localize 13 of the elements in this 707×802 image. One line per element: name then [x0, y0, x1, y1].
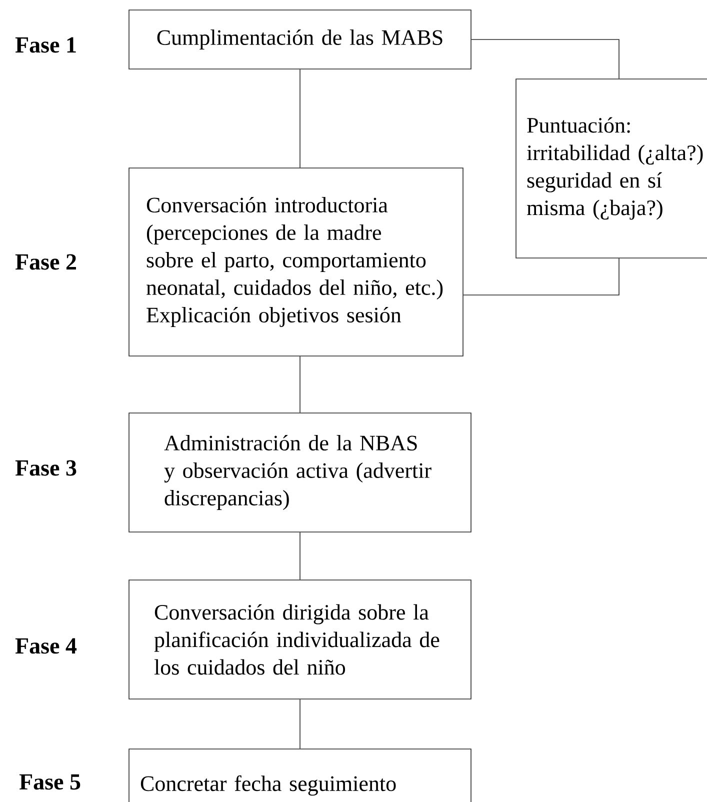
- process-box: Administración de la NBAS y observación activa (advertir discrepancias): [128, 412, 472, 532]
- phase-label: Fase 2: [15, 254, 76, 270]
- process-box: Conversación dirigida sobre la planificación individualizada de los cuidados del niño: [128, 580, 472, 700]
- process-box: Puntuación: irritabilidad (¿alta?) seguridad en sí misma (¿baja?): [516, 78, 707, 258]
- phase-label: Fase 5: [19, 774, 80, 790]
- phase-label: Fase 3: [15, 460, 76, 476]
- phase-label: Fase 4: [15, 638, 77, 654]
- process-box: Conversación introductoria (percepciones de la madre sobre el parto, comportamiento neonatal, cuidados del niño, etc.) Explicación objetivos sesión: [128, 168, 464, 356]
- process-box: Concretar fecha seguimiento: [128, 748, 472, 802]
- phase-label: Fase 1: [15, 37, 76, 53]
- connector-line: [471, 39, 620, 79]
- connector-line: [463, 258, 620, 296]
- process-box: Cumplimentación de las MABS: [128, 10, 472, 70]
